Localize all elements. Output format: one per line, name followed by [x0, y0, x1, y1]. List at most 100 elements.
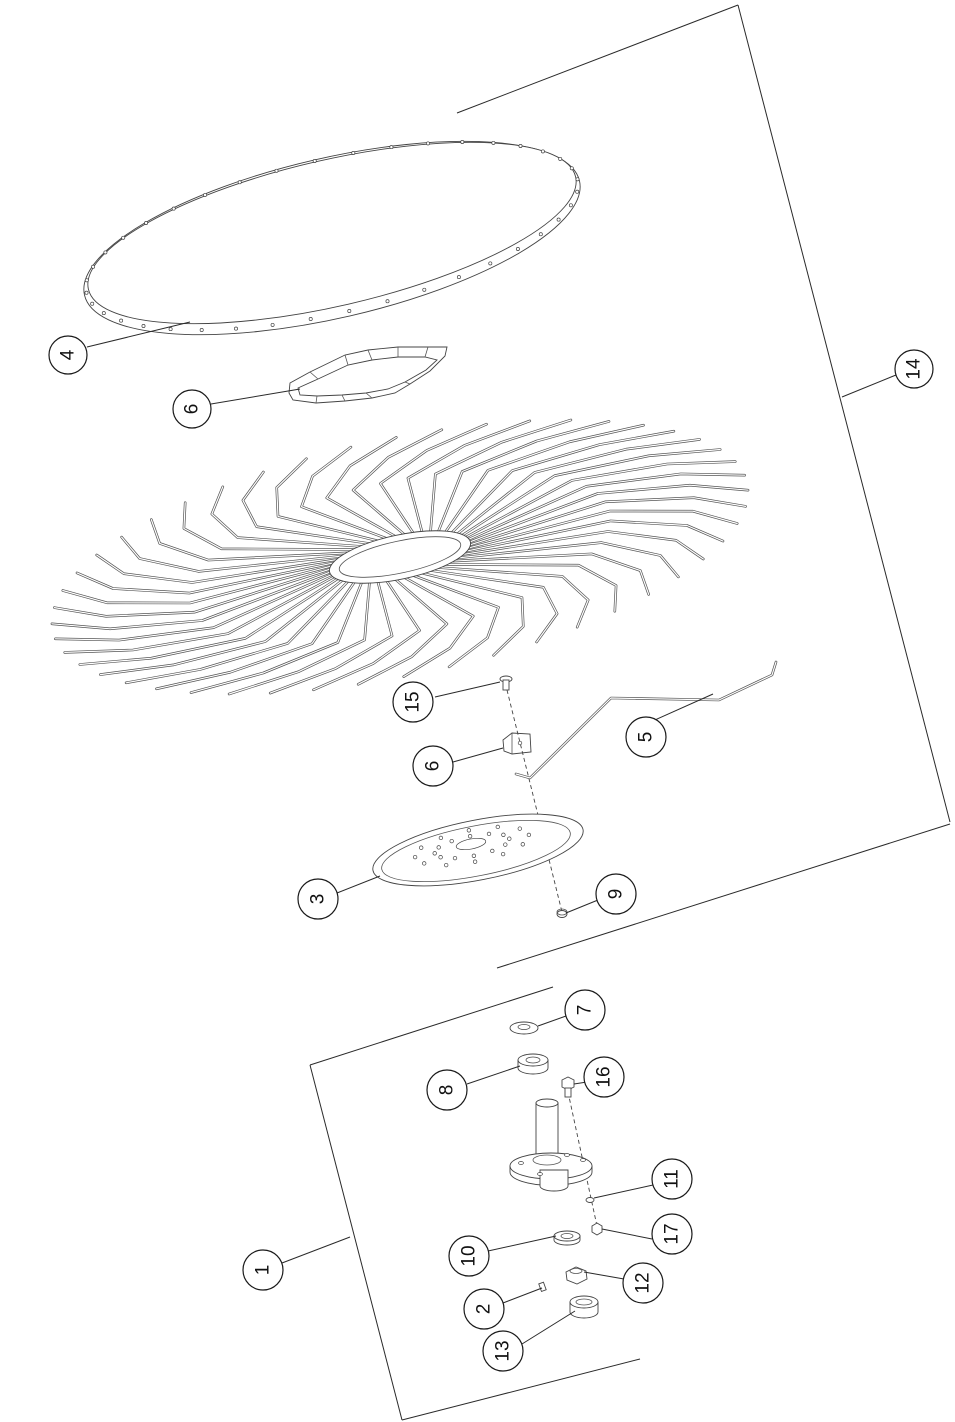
rim-hole	[488, 261, 493, 266]
tine-highlight	[150, 519, 350, 561]
tine-highlight	[64, 575, 336, 653]
callout-13: 13	[482, 1330, 524, 1372]
rim-hole	[558, 156, 563, 161]
tine-highlight	[466, 510, 738, 549]
rim-hole	[389, 145, 394, 150]
tine-highlight	[183, 502, 356, 551]
callout-15-label: 15	[403, 691, 424, 712]
disc-plate-3	[372, 813, 584, 887]
tine-highlight	[79, 577, 339, 666]
single-tine-5	[514, 660, 778, 780]
tine-highlight	[211, 486, 363, 548]
hub-shaft	[509, 1098, 593, 1192]
disc-hole	[471, 853, 477, 858]
rim-hole	[456, 275, 461, 280]
rim-hole	[141, 324, 146, 328]
tine-highlight	[99, 579, 344, 676]
tine-highlight	[352, 429, 443, 536]
tine-highlight	[96, 554, 340, 584]
callout-16: 16	[583, 1056, 625, 1098]
tine-wheel	[50, 418, 750, 696]
rim-hole	[568, 203, 573, 208]
bolt-15	[499, 675, 513, 691]
callout-5-label: 5	[636, 732, 657, 743]
tine-highlight	[312, 580, 421, 691]
tine	[402, 576, 475, 678]
seal-7	[509, 1021, 539, 1035]
rim-hole	[144, 221, 149, 225]
disc-hole	[467, 834, 473, 839]
tine-highlight	[460, 530, 704, 560]
tine	[436, 566, 590, 629]
disc-hole	[412, 854, 418, 860]
callout-17-label: 17	[662, 1223, 683, 1244]
tine-highlight	[276, 458, 379, 542]
tine-highlight	[456, 438, 701, 535]
cotter-pin-2	[538, 1281, 547, 1293]
callout-9: 9	[595, 873, 637, 915]
rim-hole	[119, 318, 124, 323]
tine-highlight	[450, 553, 650, 595]
callout-1-label: 1	[253, 1265, 274, 1276]
bearing-10	[553, 1230, 581, 1246]
callout-15: 15	[392, 681, 434, 723]
castle-nut-12	[565, 1266, 588, 1285]
tine-highlight	[190, 581, 363, 694]
tine-highlight	[467, 484, 749, 543]
tine-highlight	[466, 473, 746, 541]
rim-hole	[199, 328, 204, 332]
tine-highlight	[379, 423, 488, 534]
disc-hole	[472, 859, 478, 864]
segmented-ring	[288, 346, 448, 404]
callout-12-label: 12	[633, 1272, 654, 1293]
tine-highlight	[53, 568, 333, 617]
callout-6-lower-label: 6	[423, 761, 444, 772]
tine-highlight	[357, 578, 448, 685]
callout-3-label: 3	[308, 894, 329, 905]
rim-hole	[347, 309, 352, 313]
rim-hole	[90, 301, 95, 306]
tine-highlight	[407, 420, 531, 534]
callout-11: 11	[651, 1158, 693, 1200]
disc-hole	[449, 838, 454, 844]
callout-17: 17	[651, 1213, 693, 1255]
callout-13-label: 13	[493, 1340, 514, 1361]
washer-11	[585, 1197, 595, 1203]
rim-hole	[491, 140, 496, 145]
rim-hole	[518, 144, 523, 148]
assembly-axes	[506, 689, 598, 1227]
bolt-16	[561, 1076, 575, 1098]
tine	[210, 485, 364, 548]
callout-4: 4	[48, 335, 88, 375]
rim-hole	[569, 166, 574, 171]
disc-hole	[503, 842, 508, 847]
rim-hole	[556, 217, 561, 222]
callout-12: 12	[622, 1262, 664, 1304]
tine	[379, 422, 488, 535]
disc-hole	[501, 832, 506, 837]
tine-highlight	[326, 436, 397, 538]
callout-6-lower: 6	[412, 745, 454, 787]
rim-hole	[460, 140, 465, 144]
callout-14: 14	[894, 349, 934, 389]
tine-wheel-hub-ring	[328, 530, 472, 584]
rim-hole	[312, 159, 317, 163]
tine-highlight	[437, 420, 610, 533]
callouts: 4 6 14 15 6 5 3 9	[48, 335, 934, 1372]
callout-6-upper: 6	[172, 389, 212, 429]
disc-hole	[526, 832, 532, 838]
rim-holes	[84, 140, 580, 332]
rim-hole	[515, 247, 520, 251]
tine-highlight	[269, 580, 393, 694]
tine-highlight	[242, 471, 371, 545]
rim-hole	[270, 322, 275, 327]
rim-hole	[91, 264, 96, 269]
rim-hole	[84, 278, 89, 283]
tine-highlight	[54, 573, 334, 641]
disc-hole	[452, 855, 458, 861]
tine-highlight	[451, 430, 675, 534]
callout-14-label: 14	[904, 358, 925, 380]
rim-hole	[575, 189, 580, 194]
callout-10: 10	[448, 1235, 490, 1277]
